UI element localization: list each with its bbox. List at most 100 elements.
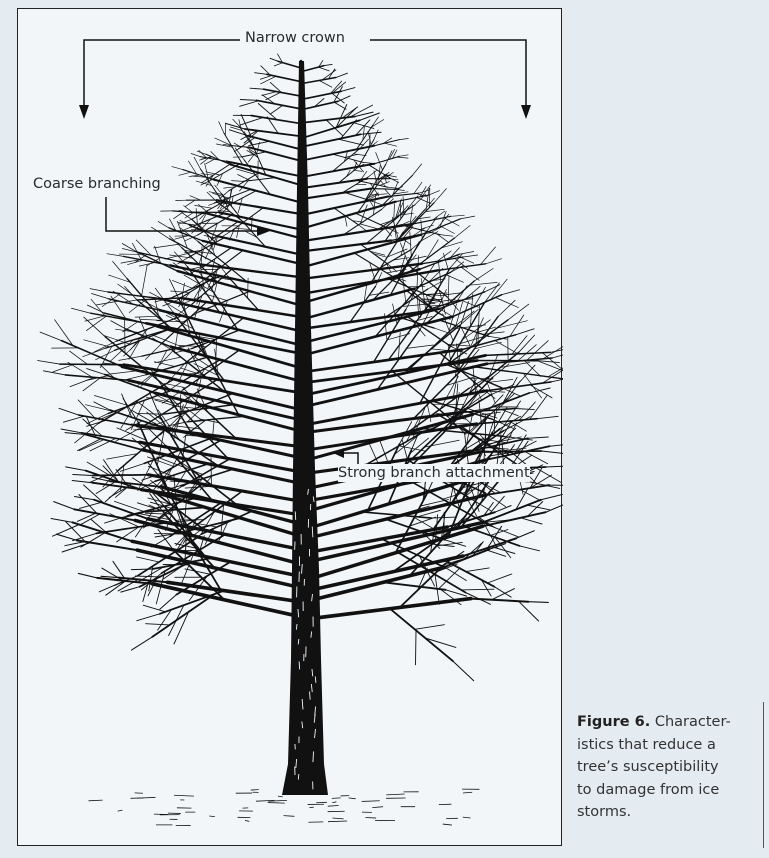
branch-stroke [434, 328, 448, 333]
branch-stroke [319, 80, 332, 87]
branch-stroke [94, 396, 128, 406]
branch-stroke [217, 200, 303, 214]
branch-stroke [111, 321, 126, 329]
branch-stroke [78, 573, 97, 578]
branch-stroke [543, 343, 563, 359]
branch-stroke [528, 437, 548, 438]
branch-stroke [158, 221, 169, 228]
branch-stroke [152, 597, 210, 637]
branch-stroke [137, 614, 160, 621]
branch-stroke [453, 661, 474, 681]
branch-stroke [392, 217, 398, 239]
ground-mark [443, 824, 452, 825]
branch-stroke [388, 298, 433, 360]
branch-stroke [415, 625, 445, 630]
ground-mark [362, 801, 380, 802]
branch-stroke [302, 164, 374, 177]
branch-stroke [128, 260, 144, 264]
branch-stroke [84, 317, 106, 337]
ground-mark [332, 798, 341, 799]
ground-mark [209, 816, 215, 817]
branch-stroke [453, 295, 502, 317]
branch-stroke [416, 630, 417, 664]
branch-stroke [59, 408, 79, 415]
branch-stroke [459, 252, 474, 255]
branch-stroke [143, 605, 165, 612]
caption-line: tree’s susceptibility [577, 759, 719, 775]
caption-line: storms. [577, 804, 631, 820]
branch-stroke [206, 154, 230, 164]
branch-stroke [390, 609, 453, 661]
branch-stroke [471, 599, 529, 602]
branch-stroke [132, 637, 153, 650]
branch-stroke [113, 261, 128, 278]
branch-stroke [301, 78, 336, 84]
branch-stroke [443, 253, 448, 270]
branch-stroke [550, 348, 563, 353]
branch-stroke [448, 276, 449, 305]
branch-stroke [154, 244, 180, 248]
branch-stroke [341, 88, 355, 92]
branch-stroke [519, 335, 535, 352]
branch-stroke [241, 115, 251, 137]
branch-stroke [172, 167, 183, 170]
arrow-head-right [521, 105, 531, 119]
branch-stroke [385, 143, 397, 146]
branch-stroke [221, 505, 224, 533]
branch-stroke [374, 140, 399, 146]
ground-mark [349, 798, 356, 799]
branch-stroke [72, 481, 92, 483]
branch-stroke [324, 64, 332, 65]
branch-stroke [77, 540, 137, 550]
branch-stroke [412, 241, 419, 255]
branch-stroke [79, 502, 101, 508]
branch-stroke [199, 205, 208, 213]
branch-stroke [463, 255, 478, 257]
bark-streak [310, 692, 311, 700]
branch-stroke [38, 361, 60, 365]
branch-stroke [51, 519, 73, 523]
branch-stroke [546, 466, 563, 467]
branch-stroke [455, 226, 471, 239]
bark-streak [298, 639, 299, 644]
branch-stroke [426, 240, 438, 259]
narrow-crown-label: Narrow crown [242, 29, 348, 47]
branch-stroke [487, 550, 506, 556]
branch-stroke [390, 179, 398, 180]
strong-attachment-label: Strong branch attachment [338, 464, 530, 482]
branch-stroke [537, 416, 558, 418]
branch-stroke [206, 159, 215, 164]
branch-stroke [155, 357, 181, 363]
branch-stroke [135, 576, 159, 577]
ground-mark [372, 807, 383, 808]
branch-stroke [492, 589, 515, 600]
branch-stroke [232, 181, 243, 182]
branch-stroke [255, 73, 267, 75]
ground-mark [245, 820, 249, 821]
branch-stroke [145, 513, 164, 514]
branch-stroke [194, 157, 200, 169]
caption-line: istics that reduce a [577, 737, 716, 753]
crown-bracket-right [370, 40, 526, 106]
ground-mark [463, 817, 471, 818]
branch-stroke [151, 227, 169, 239]
branch-stroke [190, 238, 225, 257]
branch-stroke [520, 490, 541, 501]
branch-stroke [373, 195, 375, 215]
branch-stroke [201, 247, 202, 267]
ground-mark [328, 806, 339, 807]
branch-stroke [270, 58, 278, 61]
ground-mark [463, 792, 472, 793]
branch-stroke [338, 96, 350, 101]
ground-mark [332, 802, 336, 803]
branch-stroke [355, 213, 387, 228]
coarse-branching-label: Coarse branching [33, 175, 161, 193]
branch-stroke [174, 405, 184, 440]
branch-stroke [274, 63, 283, 66]
branch-stroke [172, 280, 192, 288]
branch-stroke [459, 302, 468, 330]
branch-stroke [142, 300, 178, 318]
branch-stroke [530, 385, 552, 398]
branch-stroke [61, 429, 81, 433]
branch-stroke [62, 341, 123, 367]
